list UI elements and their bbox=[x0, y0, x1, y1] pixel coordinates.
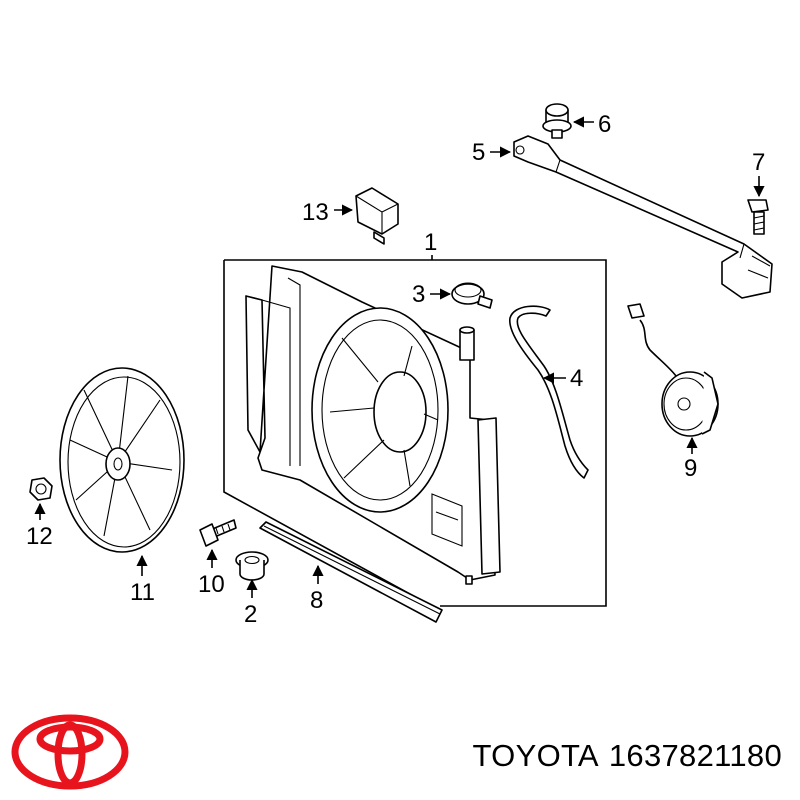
callout-13: 13 bbox=[302, 199, 354, 226]
logo-horizontal-ring bbox=[36, 723, 104, 755]
part-caption: TOYOTA 1637821180 bbox=[473, 738, 783, 774]
callout-label: 1 bbox=[424, 229, 437, 256]
relay bbox=[355, 187, 399, 245]
callout-label: 13 bbox=[302, 199, 329, 226]
callout-3: 3 bbox=[412, 281, 452, 308]
callout-label: 5 bbox=[472, 139, 485, 166]
callout-label: 8 bbox=[310, 587, 323, 614]
callout-10: 10 bbox=[198, 548, 225, 598]
callout-label: 2 bbox=[244, 601, 257, 628]
callout-label: 11 bbox=[130, 579, 155, 606]
callout-5: 5 bbox=[472, 139, 512, 166]
seal-strip bbox=[259, 521, 443, 623]
callout-9: 9 bbox=[684, 436, 698, 482]
callout-label: 7 bbox=[752, 149, 765, 176]
callout-7: 7 bbox=[752, 149, 765, 198]
callout-8: 8 bbox=[310, 564, 324, 614]
hose bbox=[509, 305, 589, 479]
callout-label: 12 bbox=[26, 523, 53, 550]
assembly-outline-box bbox=[223, 259, 607, 607]
callout-4: 4 bbox=[542, 365, 583, 392]
fan-motor bbox=[627, 303, 719, 437]
bolt bbox=[199, 519, 237, 547]
fan-blade bbox=[59, 367, 185, 553]
toyota-logo-icon bbox=[11, 714, 129, 790]
support-bracket bbox=[513, 135, 773, 299]
bracket-clip bbox=[542, 103, 572, 139]
brand-name: TOYOTA bbox=[472, 738, 599, 773]
callout-label: 10 bbox=[198, 571, 225, 598]
logo-vertical-ring bbox=[54, 721, 86, 787]
callout-1: 1 bbox=[424, 229, 437, 260]
callout-6: 6 bbox=[572, 111, 611, 138]
nut bbox=[29, 477, 53, 501]
callout-12: 12 bbox=[26, 502, 53, 550]
callout-11: 11 bbox=[130, 554, 155, 606]
fan-shroud bbox=[245, 265, 501, 585]
callout-label: 6 bbox=[598, 111, 611, 138]
grommet bbox=[235, 551, 269, 581]
reservoir-cap bbox=[451, 282, 493, 309]
callout-2: 2 bbox=[244, 578, 258, 628]
part-number: 1637821180 bbox=[608, 738, 782, 773]
callout-label: 3 bbox=[412, 281, 425, 308]
mounting-bolt bbox=[747, 199, 769, 235]
callout-label: 4 bbox=[570, 365, 583, 392]
callout-label: 9 bbox=[684, 455, 697, 482]
